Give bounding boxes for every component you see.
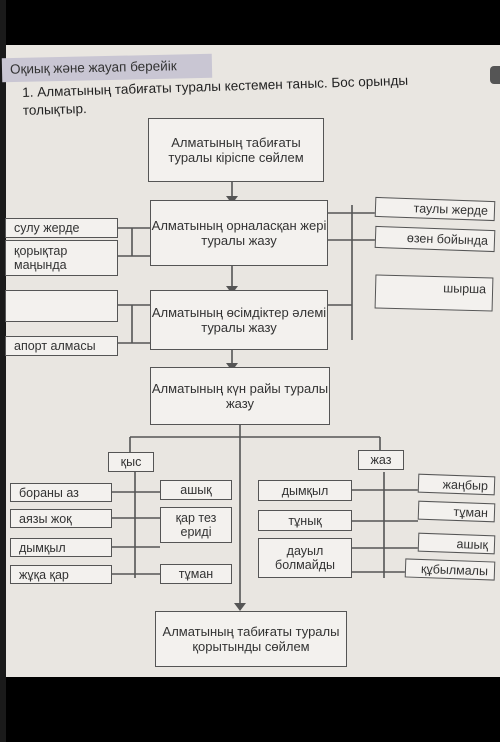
weather-box: Алматының күн райы туралы жазу — [150, 367, 330, 425]
summer-label: жаз — [358, 450, 404, 470]
winter-left-2: аязы жоқ — [10, 509, 112, 528]
winter-right-3: тұман — [160, 564, 232, 584]
location-left-1: сулу жерде — [5, 218, 118, 238]
plants-left-2: апорт алмасы — [5, 336, 118, 356]
winter-left-3: дымқыл — [10, 538, 112, 557]
summer-left-3: дауыл болмайды — [258, 538, 352, 578]
intro-box: Алматының табиғаты туралы кіріспе сөйлем — [148, 118, 324, 182]
plants-box: Алматының өсімдіктер әлемі туралы жазу — [150, 290, 328, 350]
summer-right-4: құбылмалы — [404, 558, 496, 581]
location-right-1: таулы жерде — [374, 196, 496, 222]
location-left-2: қорықтар маңында — [5, 240, 118, 276]
winter-label: қыс — [108, 452, 154, 472]
conclusion-box: Алматының табиғаты туралы қорытынды сөйл… — [155, 611, 347, 667]
winter-right-2: қар тез ериді — [160, 507, 232, 543]
location-box: Алматының орналасқан жері туралы жазу — [150, 200, 328, 266]
summer-left-1: дымқыл — [258, 480, 352, 501]
plants-right-1: шырша — [374, 274, 494, 312]
summer-left-2: тұнық — [258, 510, 352, 531]
winter-left-4: жұқа қар — [10, 565, 112, 584]
summer-right-1: жаңбыр — [417, 473, 496, 496]
page-edge-shadow — [0, 0, 6, 742]
summer-right-2: тұман — [417, 500, 496, 523]
winter-right-1: ашық — [160, 480, 232, 500]
plants-left-blank[interactable] — [5, 290, 118, 322]
summer-right-3: ашық — [417, 532, 496, 555]
page-tab-marker — [490, 66, 500, 84]
winter-left-1: бораны аз — [10, 483, 112, 502]
location-right-2: өзен бойында — [374, 225, 496, 253]
